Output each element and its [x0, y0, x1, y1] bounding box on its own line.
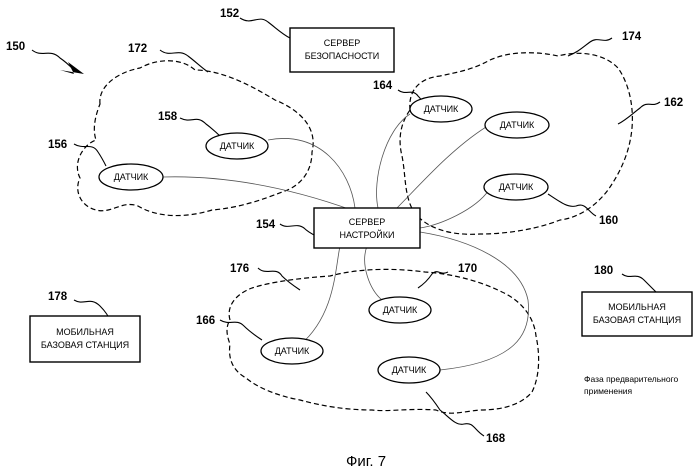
base-station-right-line2: БАЗОВАЯ СТАНЦИЯ	[593, 315, 681, 325]
sensor-168: ДАТЧИК	[378, 357, 440, 383]
ref-162: 162	[664, 97, 683, 109]
security-server: СЕРВЕР БЕЗОПАСНОСТИ	[290, 28, 394, 72]
ref-178: 178	[48, 291, 68, 303]
sensor-162: ДАТЧИК	[485, 112, 549, 138]
ref-180: 180	[594, 265, 613, 277]
config-server: СЕРВЕР НАСТРОЙКИ	[314, 208, 420, 248]
sensor-158: ДАТЧИК	[206, 133, 268, 159]
ref-174: 174	[622, 31, 642, 43]
sensor-168-label: ДАТЧИК	[392, 365, 427, 375]
phase-note-line1: Фаза предварительного	[584, 374, 678, 384]
sensor-162-label: ДАТЧИК	[500, 120, 535, 130]
base-station-right: МОБИЛЬНАЯ БАЗОВАЯ СТАНЦИЯ	[582, 292, 692, 336]
sensor-160: ДАТЧИК	[484, 174, 548, 200]
ref-172: 172	[128, 43, 147, 55]
ref-166: 166	[196, 315, 215, 327]
base-station-right-line1: МОБИЛЬНАЯ	[608, 302, 666, 312]
security-server-line2: БЕЗОПАСНОСТИ	[305, 51, 380, 61]
ref-154: 154	[256, 219, 276, 231]
sensor-156: ДАТЧИК	[99, 164, 163, 190]
ref-152: 152	[220, 8, 239, 20]
ref-150: 150	[6, 41, 25, 53]
sensor-156-label: ДАТЧИК	[114, 172, 149, 182]
base-station-left-line1: МОБИЛЬНАЯ	[56, 327, 114, 337]
sensor-164-label: ДАТЧИК	[424, 104, 459, 114]
security-server-line1: СЕРВЕР	[324, 38, 361, 48]
sensor-160-label: ДАТЧИК	[499, 182, 534, 192]
network-cloud-172	[77, 61, 313, 216]
sensor-164: ДАТЧИК	[410, 96, 472, 122]
sensor-166-label: ДАТЧИК	[275, 346, 310, 356]
ref-158: 158	[158, 111, 178, 123]
ref-156: 156	[48, 139, 67, 151]
ref-168: 168	[486, 433, 506, 445]
sensor-170: ДАТЧИК	[369, 297, 431, 323]
ref-176: 176	[230, 263, 249, 275]
base-station-left: МОБИЛЬНАЯ БАЗОВАЯ СТАНЦИЯ	[30, 316, 140, 362]
config-server-line1: СЕРВЕР	[349, 217, 386, 227]
ref-170: 170	[458, 263, 477, 275]
sensor-166: ДАТЧИК	[261, 338, 323, 364]
sensor-170-label: ДАТЧИК	[383, 305, 418, 315]
base-station-left-line2: БАЗОВАЯ СТАНЦИЯ	[41, 340, 129, 350]
sensor-158-label: ДАТЧИК	[220, 141, 255, 151]
config-server-line2: НАСТРОЙКИ	[340, 229, 395, 240]
network-cloud-174	[400, 53, 632, 235]
ref-164: 164	[373, 80, 393, 92]
phase-note-line2: применения	[584, 386, 633, 396]
arrow-150-icon	[60, 62, 84, 74]
ref-160: 160	[599, 215, 618, 227]
figure-caption: Фиг. 7	[346, 453, 386, 470]
